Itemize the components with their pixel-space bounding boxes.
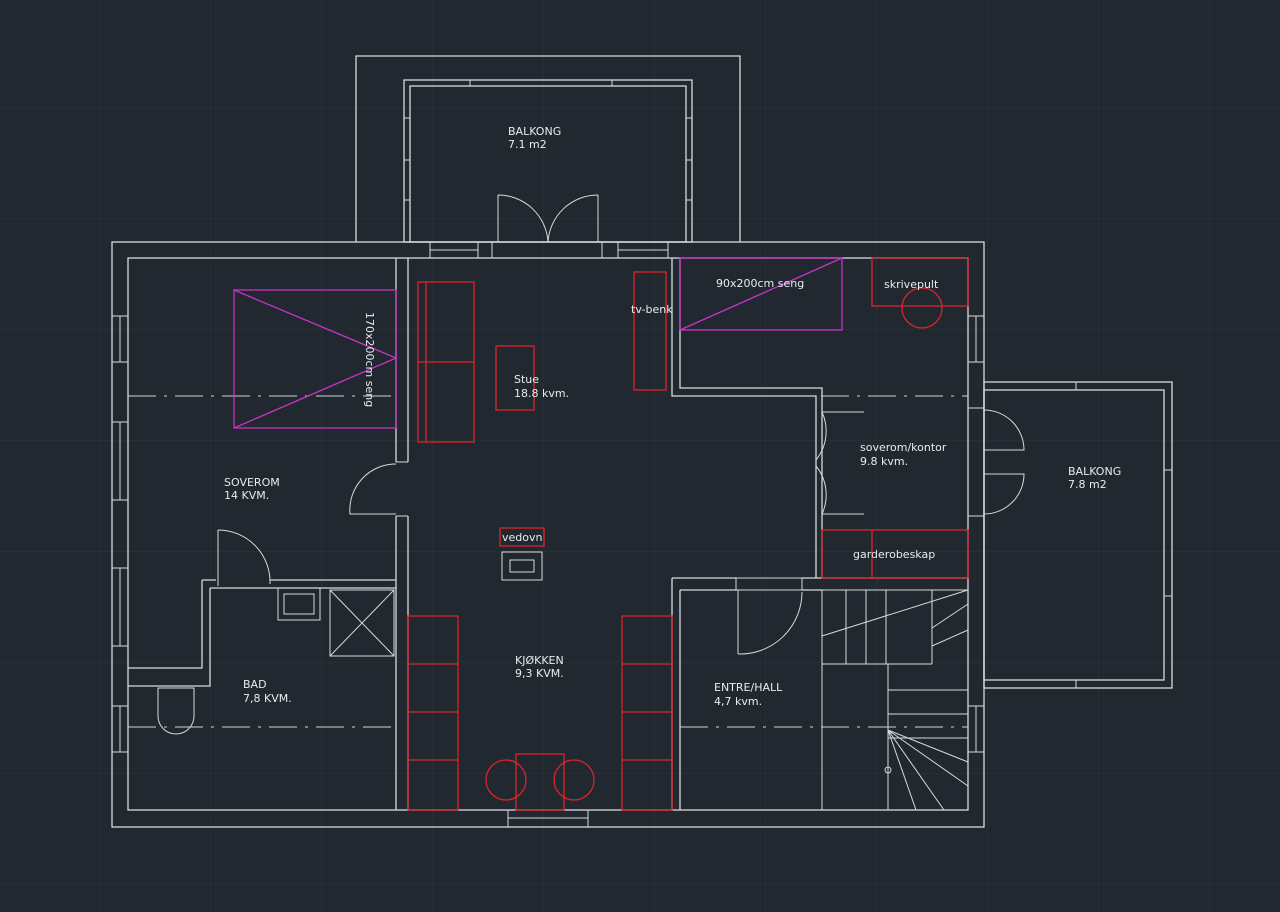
bathroom-fixtures: [157, 587, 395, 735]
reference-lines: [128, 395, 968, 728]
entre-area: 4,7 kvm.: [714, 695, 762, 708]
beds: [233, 257, 843, 429]
desk: [871, 257, 969, 307]
kjokken-area: 9,3 KVM.: [515, 667, 564, 680]
kjokken-name: KJØKKEN: [515, 654, 564, 667]
bad-area: 7,8 KVM.: [243, 692, 292, 705]
entre-name: ENTRE/HALL: [714, 681, 783, 694]
bed-small: [679, 257, 843, 331]
stove-label: vedovn: [502, 531, 542, 544]
balkong-right-name: BALKONG: [1068, 465, 1121, 478]
coffee-table: [495, 345, 535, 411]
kitchen-counter-left: [407, 615, 459, 811]
balkong-right-area: 7.8 m2: [1068, 478, 1107, 491]
balkong-top-area: 7.1 m2: [508, 138, 547, 151]
desk-chair: [901, 287, 943, 329]
soverom-kontor-name: soverom/kontor: [860, 441, 947, 454]
soverom-area: 14 KVM.: [224, 489, 269, 502]
bad-name: BAD: [243, 678, 267, 691]
labels: BALKONG 7.1 m2 BALKONG 7.8 m2 SOVEROM 14…: [224, 125, 1121, 708]
wardrobe: [821, 529, 969, 579]
furniture: [407, 257, 969, 811]
dining-chair-left: [485, 759, 527, 801]
stove-label-box: [499, 527, 545, 547]
bed-small-label: 90x200cm seng: [716, 277, 804, 290]
dining-table: [515, 753, 565, 811]
soverom-name: SOVEROM: [224, 476, 280, 489]
staircase: [821, 589, 969, 811]
bed-large: [233, 289, 397, 429]
tv-bench: [633, 271, 667, 391]
balkong-top-name: BALKONG: [508, 125, 561, 138]
kitchen-counter-right: [621, 615, 673, 811]
desk-label: skrivepult: [884, 278, 939, 291]
tv-bench-label: tv-benk: [631, 303, 673, 316]
wardrobe-label: garderobeskap: [853, 548, 935, 561]
stue-name: Stue: [514, 373, 539, 386]
doors: [217, 194, 1025, 655]
stue-area: 18.8 kvm.: [514, 387, 569, 400]
bed-large-label: 170x200cm seng: [363, 312, 376, 407]
soverom-kontor-area: 9.8 kvm.: [860, 455, 908, 468]
stove: [501, 551, 543, 581]
dining-chair-right: [553, 759, 595, 801]
balcony-right: [983, 381, 1173, 689]
